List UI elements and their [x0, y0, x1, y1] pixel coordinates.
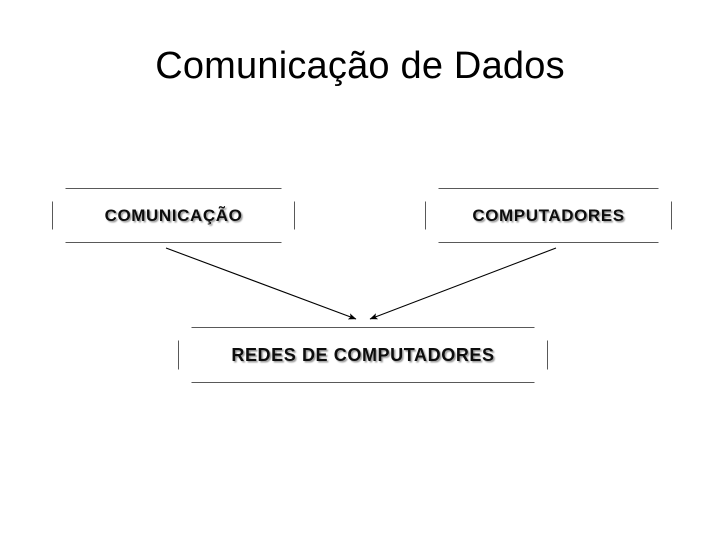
- connector-computadores-to-redes: [369, 247, 557, 320]
- node-redes-de-computadores-label: REDES DE COMPUTADORES: [231, 344, 495, 365]
- page-title: Comunicação de Dados: [155, 45, 565, 87]
- node-comunicacao[interactable]: COMUNICAÇÃO: [52, 188, 295, 243]
- node-comunicacao-label: COMUNICAÇÃO: [104, 205, 243, 225]
- node-redes-de-computadores[interactable]: REDES DE COMPUTADORES: [178, 327, 548, 383]
- node-computadores[interactable]: COMPUTADORES: [425, 188, 672, 243]
- node-computadores-label: COMPUTADORES: [472, 205, 625, 225]
- connector-comunicacao-to-redes: [165, 247, 357, 320]
